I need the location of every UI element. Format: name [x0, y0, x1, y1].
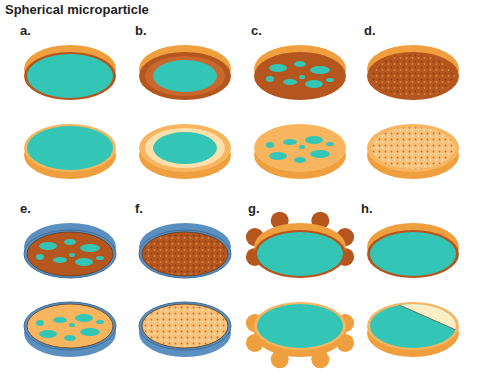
dispersed-domain [96, 320, 104, 324]
dispersed-domain [75, 258, 93, 266]
hemisphere [139, 45, 231, 100]
dispersed-domain [80, 244, 100, 252]
panel-letter: h. [361, 202, 373, 216]
coating-rim [24, 302, 116, 350]
core [370, 232, 456, 276]
cut-face [367, 230, 459, 278]
dispersed-domain [269, 64, 287, 72]
matrix [371, 55, 455, 97]
cut-face [254, 124, 346, 172]
cut-face [27, 304, 113, 348]
cut-face [254, 230, 346, 278]
cut-face [367, 124, 459, 172]
dispersed-domain [305, 136, 323, 144]
hemisphere [254, 124, 346, 179]
hemisphere [139, 223, 231, 278]
hemisphere [367, 223, 465, 278]
hemisphere [139, 302, 231, 357]
matrix [143, 233, 227, 275]
dispersed-domain [96, 256, 104, 260]
core [153, 60, 217, 92]
dispersed-domain [266, 142, 274, 148]
dispersed-domain [283, 139, 297, 145]
cut-face [254, 302, 346, 350]
hemisphere [254, 45, 346, 100]
cut-face [139, 124, 231, 172]
hemisphere [24, 302, 116, 357]
hemisphere [139, 124, 231, 179]
dispersed-domain [36, 320, 44, 326]
inner-layer [145, 128, 225, 168]
dispersed-domain [294, 157, 306, 163]
core [153, 132, 217, 164]
second-phase [379, 296, 465, 334]
dispersed-domain [283, 79, 297, 85]
dispersed-domain [53, 317, 67, 323]
cut-face [367, 52, 459, 100]
hemisphere [367, 45, 459, 100]
panel-letter: c. [251, 24, 262, 38]
panel-letter: f. [135, 202, 143, 216]
dispersed-domain [305, 80, 323, 88]
dispersed-domain [294, 61, 306, 67]
cut-face [139, 52, 231, 100]
dispersed-domain [269, 152, 287, 160]
cut-face [24, 124, 116, 172]
dispersed-domain [69, 253, 75, 257]
dispersed-domain [64, 239, 76, 245]
coating-rim [139, 230, 231, 278]
dispersed-domain [310, 66, 330, 74]
phase-boundary [379, 224, 465, 262]
core [27, 126, 113, 170]
cut-face [142, 304, 228, 348]
dispersed-domain [39, 242, 57, 250]
figure-title: Spherical microparticle [5, 3, 149, 17]
panel-letter: b. [135, 24, 147, 38]
hemisphere [246, 302, 354, 368]
hemisphere [246, 212, 354, 278]
cut-face [142, 232, 228, 276]
panel-letter: d. [364, 24, 376, 38]
inner-layer [145, 56, 225, 96]
core [257, 304, 343, 348]
dispersed-domain [75, 314, 93, 322]
cut-face [27, 232, 113, 276]
matrix [371, 127, 455, 169]
hemisphere [24, 223, 116, 278]
coating-rim [24, 230, 116, 278]
dispersed-domain [310, 150, 330, 158]
core [27, 54, 113, 98]
second-phase [379, 224, 465, 262]
core [257, 232, 343, 276]
dispersed-domain [64, 335, 76, 341]
dispersed-domain [39, 330, 57, 338]
panel-letter: a. [20, 24, 31, 38]
dispersed-domain [299, 145, 305, 149]
dispersed-domain [69, 323, 75, 327]
dispersed-domain [299, 75, 305, 79]
dispersed-domain [326, 78, 334, 82]
cut-face [254, 52, 346, 100]
coating-rim [139, 302, 231, 350]
panel-letter: g. [248, 202, 260, 216]
dispersed-domain [326, 142, 334, 146]
dispersed-domain [80, 328, 100, 336]
hemisphere [24, 124, 116, 179]
hemisphere [24, 45, 116, 100]
hemisphere [367, 296, 465, 357]
dispersed-domain [266, 76, 274, 82]
cut-face [24, 52, 116, 100]
dispersed-domain [53, 257, 67, 263]
panel-letter: e. [20, 202, 31, 216]
phase-boundary [379, 296, 465, 334]
dispersed-domain [36, 254, 44, 260]
hemisphere [367, 124, 459, 179]
matrix [143, 305, 227, 347]
